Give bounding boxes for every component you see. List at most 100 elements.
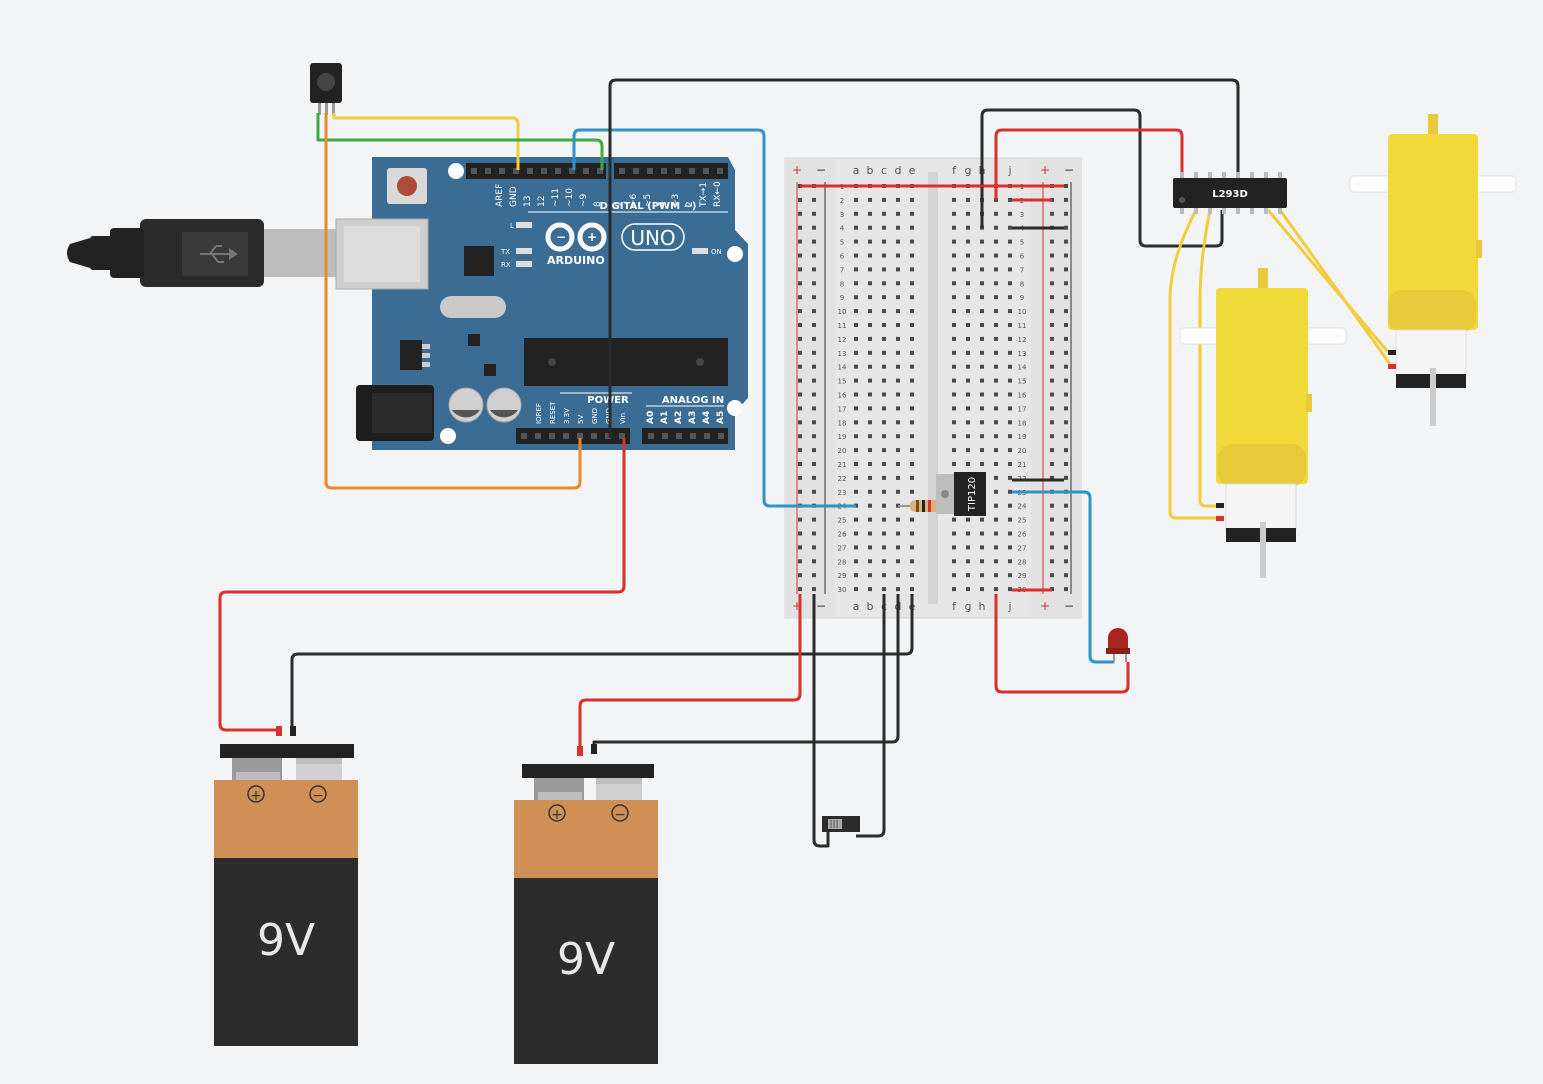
wire-red-vin-battery1	[218, 438, 626, 732]
row-label: 23	[838, 489, 847, 497]
row-label: 14	[1018, 364, 1027, 372]
column-label: j	[1007, 164, 1011, 177]
ir-receiver[interactable]	[310, 63, 342, 115]
row-label: 29	[838, 572, 847, 580]
wire-yellow-ir-signal	[332, 113, 520, 170]
power-label: POWER	[587, 395, 629, 406]
battery-2-plus-label: +	[551, 807, 563, 823]
row-label: 21	[1018, 461, 1027, 469]
row-label: 20	[838, 447, 847, 455]
digital-pin-label: ~11	[551, 188, 561, 207]
digital-pin-label: 2	[685, 201, 695, 207]
wire-orange-ir-5v	[324, 113, 582, 490]
column-label: a	[853, 600, 860, 613]
digital-pin-label: ~5	[643, 194, 653, 207]
breadboard-holes[interactable]	[798, 184, 1068, 592]
digital-pin-label: ~3	[671, 194, 681, 207]
rail-minus-label-tl: −	[816, 163, 826, 177]
power-header	[516, 428, 630, 444]
row-label: 7	[840, 266, 844, 274]
row-label: 28	[838, 558, 847, 566]
battery-1-plus-label: +	[250, 788, 262, 804]
usb-cable[interactable]	[67, 219, 342, 287]
voltage-regulator	[400, 340, 422, 370]
power-pin-label: 3.3V	[563, 408, 571, 424]
row-label: 4	[840, 225, 845, 233]
battery-2[interactable]: + − 9V	[514, 744, 658, 1064]
analog-pin-label: A0	[646, 411, 656, 424]
power-pin-holes[interactable]	[521, 433, 724, 439]
row-label: 26	[838, 531, 847, 539]
column-label: b	[867, 600, 874, 613]
column-label: f	[952, 600, 957, 613]
power-pin-label: Vin	[619, 413, 627, 424]
row-label: 15	[1018, 378, 1027, 386]
row-label: 8	[840, 280, 844, 288]
led-tx-label: TX	[500, 248, 510, 256]
row-label: 25	[838, 517, 847, 525]
wire-red-l293d-vcc	[994, 128, 1184, 200]
wire-yellow-motor2-a	[1168, 209, 1216, 520]
digital-pin-label: ~9	[579, 193, 589, 207]
svg-text:−: −	[556, 230, 566, 244]
usb-chip	[464, 246, 494, 276]
analog-pin-label: A3	[688, 411, 698, 424]
wire-black-battery2	[592, 594, 900, 748]
digital-pin-label: 8	[593, 201, 603, 207]
row-label: 13	[838, 350, 847, 358]
row-label: 21	[838, 461, 847, 469]
row-label: 9	[1020, 294, 1024, 302]
resistor[interactable]	[898, 500, 950, 512]
row-label: 6	[1020, 253, 1025, 261]
wire-yellow-motor1-b	[1278, 209, 1392, 365]
row-label: 16	[1018, 392, 1027, 400]
dc-motor-1[interactable]	[1349, 114, 1517, 426]
rail-plus-label-bl: +	[792, 599, 802, 613]
slide-switch[interactable]	[822, 816, 860, 832]
wire-green-ir-gnd	[316, 113, 604, 170]
wires[interactable]	[218, 78, 1392, 848]
breadboard-jumpers[interactable]	[800, 184, 1064, 592]
row-label: 9	[840, 294, 844, 302]
row-label: 11	[1018, 322, 1027, 330]
svg-text:+: +	[587, 230, 597, 244]
power-pin-label: IOREF	[535, 403, 543, 424]
wire-red-battery2	[578, 594, 802, 748]
row-label: 18	[1018, 419, 1027, 427]
l293d-label: L293D	[1212, 189, 1248, 200]
dc-motor-2[interactable]	[1179, 268, 1347, 578]
l293d-driver-ic[interactable]: L293D	[1173, 172, 1287, 214]
rail-plus-label-tr: +	[1040, 163, 1050, 177]
digital-pin-holes[interactable]	[471, 168, 723, 174]
digital-pin-label: ~6	[629, 193, 639, 207]
digital-pin-label: 4	[657, 201, 667, 207]
wire-yellow-motor1-a	[1266, 209, 1390, 353]
row-label: 26	[1018, 531, 1027, 539]
column-label: a	[853, 164, 860, 177]
tip120-label: TIP120	[967, 477, 978, 512]
column-label: j	[1007, 600, 1011, 613]
red-led[interactable]	[1106, 628, 1130, 662]
power-pin-label: GND	[591, 408, 599, 424]
digital-pin-label: 13	[523, 196, 533, 207]
wire-black-l293d-loop	[980, 108, 1224, 248]
wire-blue-pin10	[572, 128, 856, 508]
tip120-transistor[interactable]: TIP120	[936, 472, 986, 516]
wire-yellow-motor2-b	[1198, 209, 1216, 508]
usb-symbol-icon	[200, 245, 238, 263]
rail-minus-label-br: −	[1064, 599, 1074, 613]
digital-header-right	[614, 163, 728, 179]
led-rx-label: RX	[501, 261, 511, 269]
power-pin-label: 5V	[577, 415, 585, 424]
row-label: 24	[1018, 503, 1027, 511]
battery-1[interactable]: + − 9V	[214, 726, 358, 1046]
row-label: 25	[1018, 517, 1027, 525]
digital-pwm-label: DIGITAL (PWM ~)	[600, 201, 697, 212]
row-label: 10	[838, 308, 847, 316]
column-label: g	[965, 600, 972, 613]
analog-pin-label: A1	[660, 411, 670, 424]
